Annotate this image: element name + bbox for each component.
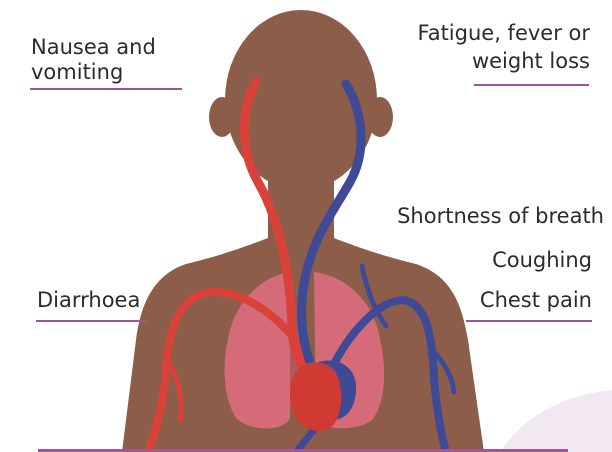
label-chest-pain: Chest pain xyxy=(480,287,592,314)
corner-glow xyxy=(500,390,612,452)
label-fatigue-line2: weight loss xyxy=(472,48,590,75)
right-ear xyxy=(367,97,393,137)
label-nausea-line1: Nausea and xyxy=(31,34,156,61)
chest-pain-underline xyxy=(466,320,592,322)
label-nausea-line2: vomiting xyxy=(31,59,123,86)
label-diarrhoea: Diarrhoea xyxy=(37,287,140,314)
label-shortness-of-breath: Shortness of breath xyxy=(397,203,604,230)
fatigue-underline xyxy=(474,84,589,86)
left-ear xyxy=(209,97,235,137)
label-fatigue-line1: Fatigue, fever or xyxy=(418,20,590,47)
diarrhoea-underline xyxy=(36,320,146,322)
label-coughing: Coughing xyxy=(492,247,592,274)
nausea-underline xyxy=(30,88,182,90)
